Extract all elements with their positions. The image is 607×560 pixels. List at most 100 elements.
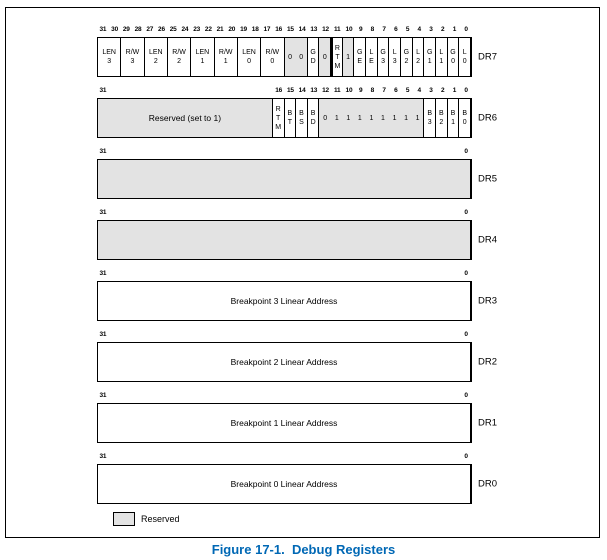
bit-label-7: 7 — [382, 26, 386, 33]
field-label-line: G — [310, 49, 316, 56]
field-label-line: B — [427, 110, 433, 117]
field-label-line: 3 — [130, 58, 135, 65]
field-label-line: L — [462, 49, 467, 56]
field-label-line: B — [462, 110, 467, 117]
field-label-line: R/W — [172, 49, 186, 56]
field-reserved-full — [98, 221, 471, 259]
field-label-line: 1 — [427, 58, 432, 65]
bit-label-0: 0 — [464, 331, 468, 338]
bit-value: 1 — [381, 114, 385, 122]
bit-label-15: 15 — [286, 26, 294, 33]
field-label-line: 3 — [427, 119, 432, 126]
bit-label-17: 17 — [263, 26, 271, 33]
bit-label-24: 24 — [181, 26, 189, 33]
field-label-line: G — [426, 49, 433, 56]
bit-label-18: 18 — [251, 26, 259, 33]
field-label-line: LEN — [242, 49, 256, 56]
field-label-line: L — [416, 49, 420, 56]
field-label-line: Breakpoint 0 Linear Address — [230, 479, 338, 489]
bit-label-29: 29 — [122, 26, 130, 33]
field-label-line: 2 — [404, 58, 409, 65]
bit-label-16: 16 — [275, 87, 283, 94]
bit-label-13: 13 — [310, 26, 318, 33]
bit-label-25: 25 — [169, 26, 177, 33]
field-label-line: B — [310, 110, 316, 117]
register-name-dr5: DR5 — [478, 173, 498, 185]
bit-label-0: 0 — [464, 453, 468, 460]
field-breakpoint-2-linear-address: Breakpoint 2 Linear Address — [98, 343, 471, 381]
field-label-line: 2 — [439, 119, 444, 126]
bit-label-19: 19 — [240, 26, 247, 33]
register-name-dr4: DR4 — [478, 234, 498, 246]
field-reserved-set-to-1: Reserved (set to 1) — [98, 99, 273, 137]
bit-label-0: 0 — [464, 270, 468, 277]
bit-label-10: 10 — [345, 87, 353, 94]
field-label-line: B — [287, 110, 293, 117]
field-label-line: D — [310, 58, 316, 65]
bit-label-31: 31 — [99, 270, 107, 277]
field-label-line: B — [439, 110, 444, 117]
bit-value: 1 — [346, 114, 351, 122]
field-label-line: LEN — [148, 49, 163, 56]
register-name-dr7: DR7 — [478, 51, 498, 63]
reserved-legend-label: Reserved — [141, 514, 180, 524]
bit-label-26: 26 — [158, 26, 165, 33]
bit-label-22: 22 — [204, 26, 212, 33]
field-label-line: 1 — [223, 58, 228, 65]
field-label-line: Breakpoint 2 Linear Address — [230, 357, 338, 367]
field-breakpoint-1-linear-address: Breakpoint 1 Linear Address — [98, 404, 471, 442]
field-label-line: R — [334, 44, 340, 52]
field-label-line: M — [334, 62, 341, 70]
field-breakpoint-0-linear-address: Breakpoint 0 Linear Address — [98, 465, 471, 503]
bit-label-31: 31 — [99, 26, 107, 33]
register-name-dr1: DR1 — [478, 417, 498, 429]
figure-frame — [5, 7, 600, 538]
bit-label-21: 21 — [216, 26, 224, 33]
bit-numbers-row-dr3: 31 0 — [97, 270, 472, 279]
bit-label-11: 11 — [333, 87, 341, 94]
field-label-line: 3 — [392, 58, 397, 65]
field-label-line: E — [369, 58, 374, 65]
bit-value: 1 — [415, 114, 420, 122]
bit-label-14: 14 — [298, 87, 306, 94]
bit-value: 0 — [299, 53, 304, 61]
field-label-line: 1 — [451, 119, 455, 126]
field-label-line: T — [287, 119, 292, 126]
bit-label-6: 6 — [394, 26, 398, 33]
bit-value: 1 — [334, 114, 339, 122]
bit-value: 0 — [322, 53, 327, 61]
field-label-line: L — [369, 49, 374, 56]
bit-label-31: 31 — [99, 148, 107, 155]
bit-label-4: 4 — [417, 87, 422, 94]
bit-label-9: 9 — [358, 26, 363, 33]
bit-label-9: 9 — [358, 87, 363, 94]
